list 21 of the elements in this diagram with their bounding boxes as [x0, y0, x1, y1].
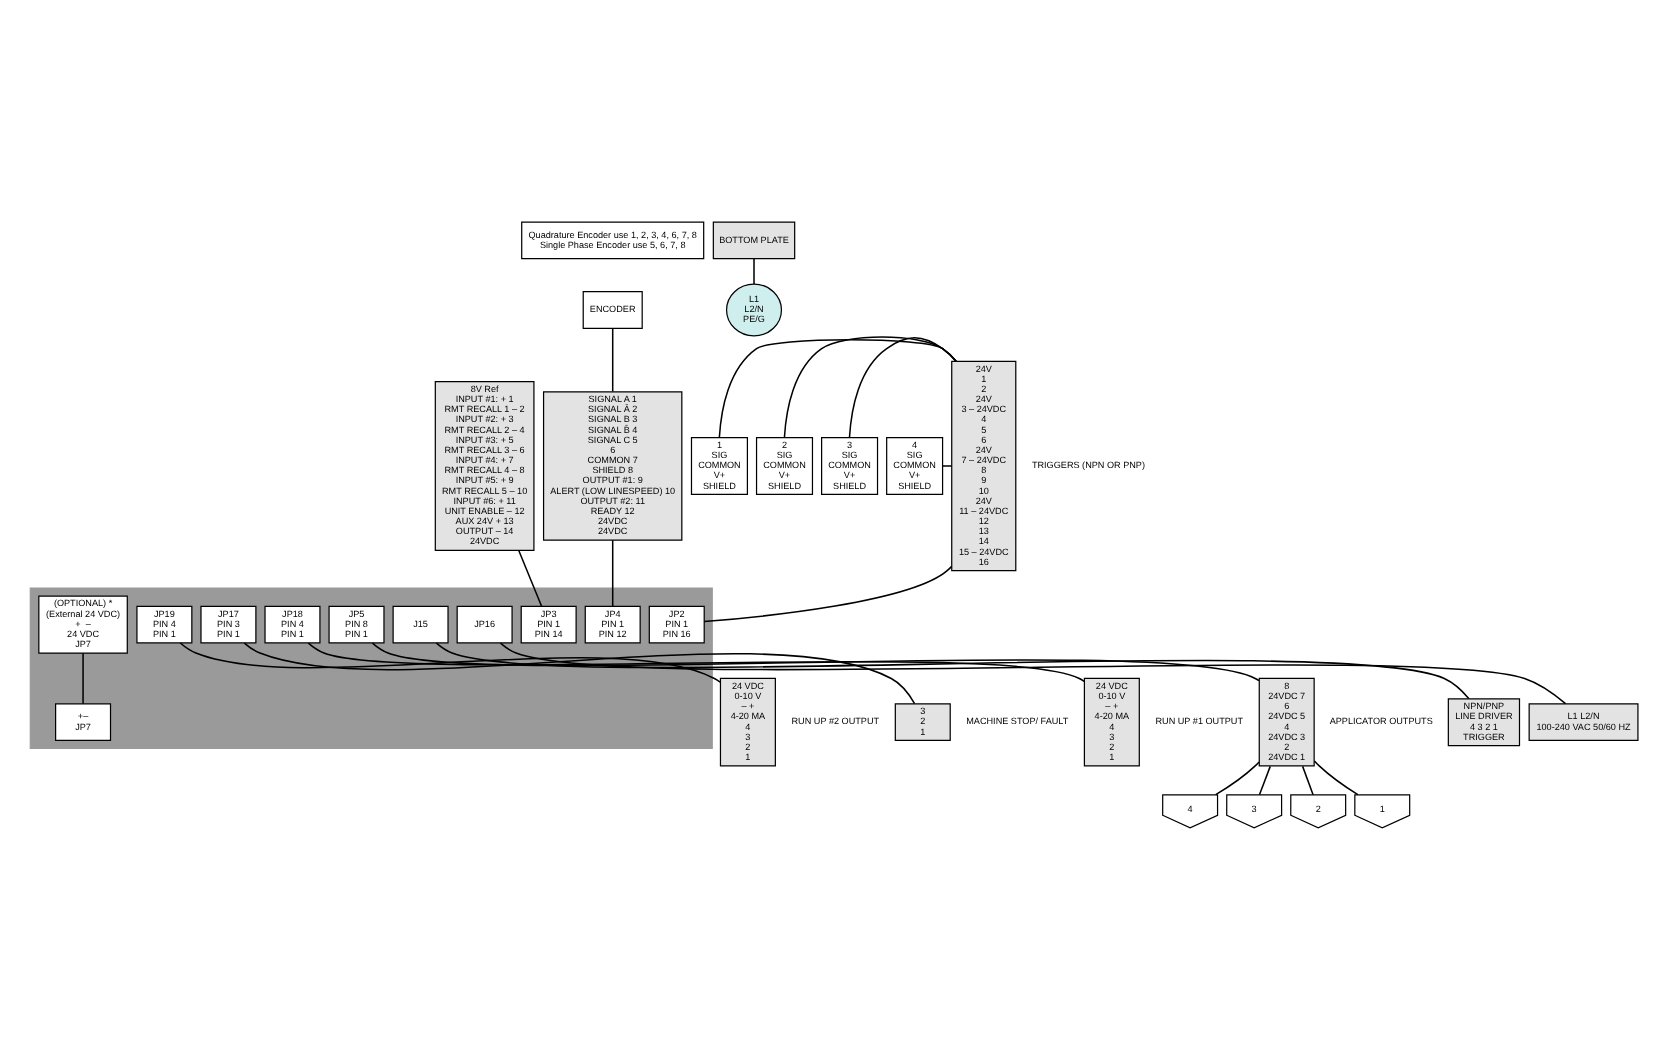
connector [702, 564, 952, 622]
connector [717, 337, 956, 438]
connector [370, 641, 1259, 681]
connector [81, 651, 83, 704]
connector [940, 464, 952, 466]
connector [610, 538, 613, 606]
connector [752, 257, 754, 284]
connector [782, 335, 956, 438]
connector [1257, 764, 1270, 795]
connector [498, 641, 1566, 704]
connector [517, 549, 542, 607]
connector [610, 326, 613, 392]
cluster [28, 586, 712, 749]
connector [1312, 759, 1358, 795]
connector [242, 641, 915, 704]
connector [847, 336, 956, 438]
connector [434, 641, 1469, 699]
connector [1300, 764, 1313, 795]
connector [178, 641, 720, 682]
connector [306, 641, 1084, 682]
connector [1213, 760, 1259, 795]
